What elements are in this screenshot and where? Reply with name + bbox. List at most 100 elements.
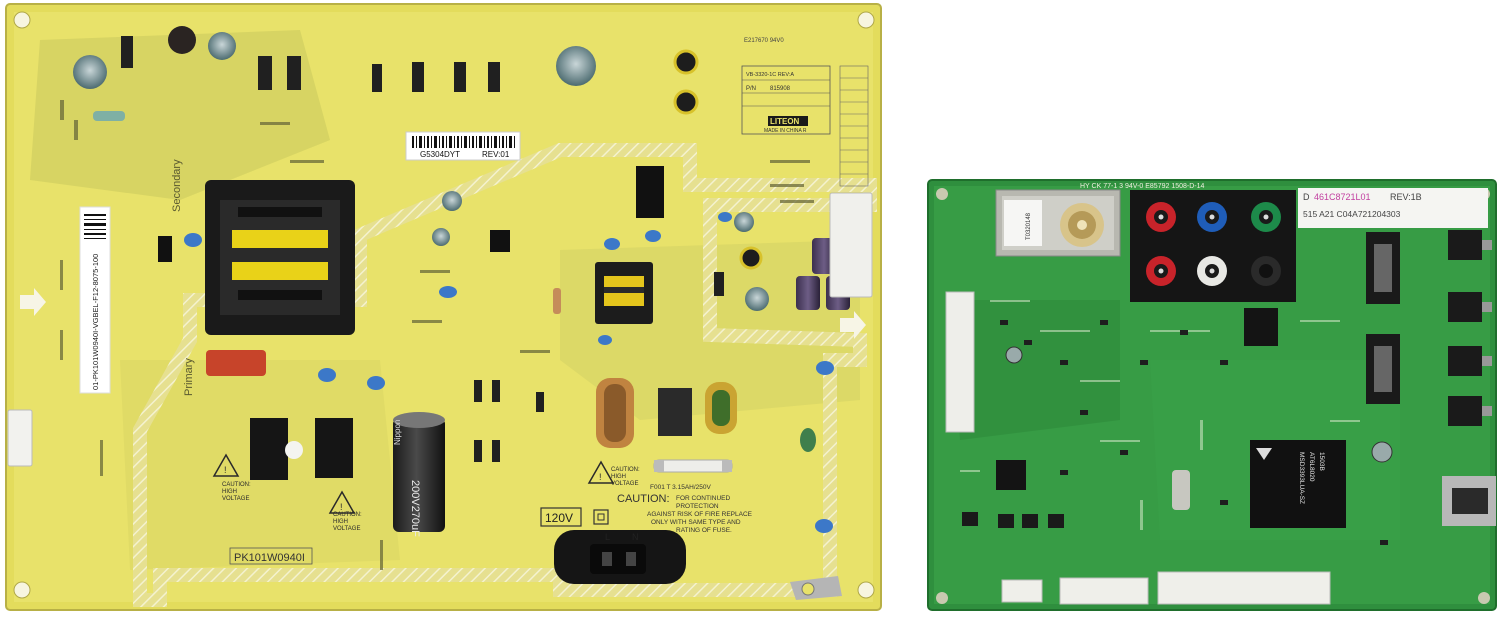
soc-label-1: MSD3393LUA-SZ <box>1298 452 1305 504</box>
transistors <box>962 512 1064 528</box>
caution-line-4: ONLY WITH SAME TYPE AND <box>651 519 741 526</box>
lvds-connector <box>945 291 975 433</box>
svg-text:!: ! <box>599 472 602 482</box>
soc-label-3: 1503B <box>1318 452 1325 471</box>
tuner-code: T0320148 <box>1026 212 1032 240</box>
hv-warning-1: ! CAUTION: HIGH VOLTAGE <box>212 453 251 502</box>
plug-label-l: L <box>605 532 610 542</box>
fuse-label: F001 T 3.15AH/250V <box>650 484 711 491</box>
part-code: 461C8721L01 <box>1314 192 1371 202</box>
transistor-q301 <box>315 418 353 478</box>
caution-title: CAUTION: <box>617 493 670 505</box>
secondary-label: Secondary <box>171 159 183 212</box>
barcode-sticker: G5304DYT REV:01 <box>405 131 521 161</box>
side-code-table <box>839 65 869 187</box>
soc-label-2: AT6L8020 <box>1308 452 1315 482</box>
sticker-code: G5304DYT <box>420 150 460 159</box>
av-jack-block <box>1130 190 1296 302</box>
power-board: 200V270uF Nippon <box>5 3 882 611</box>
svg-text:VOLTAGE: VOLTAGE <box>611 481 638 487</box>
ic-chip-3 <box>158 236 172 262</box>
voltage-label: 120V <box>545 511 573 525</box>
ic-chip-2 <box>490 230 510 252</box>
crystal <box>1172 470 1190 510</box>
hdmi-ports <box>1366 232 1400 404</box>
caution-line-2: PROTECTION <box>676 503 719 510</box>
ground-lug <box>790 576 842 600</box>
arrow-left-icon <box>20 288 46 316</box>
part-label: D 461C8721L01 REV:1B 515 A21 C04A7212043… <box>1298 188 1488 228</box>
connector-p803 <box>7 409 33 467</box>
panel-connector <box>1157 571 1331 605</box>
side-label: 01-PK101W0940I-VGBEL-F12-8075-100 <box>79 206 111 394</box>
hv-warning-3: ! CAUTION: HIGH VOLTAGE <box>587 460 640 487</box>
side-jacks <box>1448 230 1482 426</box>
cap-brand-text: Nippon <box>393 420 402 445</box>
svg-text:VOLTAGE: VOLTAGE <box>333 526 360 532</box>
board-top-strip: HY CK 77-1 3 94V-0 E85792 1508-D-14 <box>1080 183 1205 190</box>
brand-logo: LITEON <box>770 117 800 126</box>
y-capacitors <box>184 212 834 533</box>
diodes <box>121 36 724 462</box>
svg-text:HIGH: HIGH <box>222 489 237 495</box>
jack-tips <box>1482 240 1492 416</box>
ac-inlet <box>554 530 686 584</box>
audio-ic <box>996 460 1026 490</box>
varistor <box>800 428 816 452</box>
main-board-caps <box>1005 346 1393 463</box>
svg-text:HIGH: HIGH <box>611 474 626 480</box>
svg-text:!: ! <box>224 465 227 475</box>
ic-chip <box>636 166 664 218</box>
spec-table: VB-3320-1C REV:A P/N 815908 LITEON MADE … <box>741 65 831 135</box>
x-capacitor <box>206 350 266 376</box>
svg-text:VOLTAGE: VOLTAGE <box>222 496 249 502</box>
bulk-capacitor: 200V270uF Nippon <box>393 412 445 537</box>
pn-value: 815908 <box>770 86 791 92</box>
svg-text:CAUTION:: CAUTION: <box>611 467 640 473</box>
pn-label: P/N <box>746 86 756 92</box>
main-transformer <box>205 180 355 335</box>
main-soc: MSD3393LUA-SZ AT6L8020 1503B <box>1250 440 1346 528</box>
connector-p802 <box>829 192 873 298</box>
double-insulation-icon <box>593 509 609 525</box>
svg-text:CAUTION:: CAUTION: <box>333 512 362 518</box>
plug-label-n: N <box>632 532 639 542</box>
caution-line-3: AGAINST RISK OF FIRE REPLACE <box>647 511 753 518</box>
standby-transformer <box>595 262 653 324</box>
hv-warning-2: ! CAUTION: HIGH VOLTAGE <box>328 490 362 532</box>
resistor <box>93 111 125 121</box>
optical-port <box>1244 308 1278 346</box>
rf-tuner: T0320148 <box>995 189 1121 257</box>
transistor-q302 <box>250 418 288 480</box>
primary-label: Primary <box>183 358 195 396</box>
ir-connector <box>1001 579 1043 603</box>
keypad-connector <box>1059 577 1149 605</box>
part-rev: REV:1B <box>1390 192 1422 202</box>
model-line: VB-3320-1C REV:A <box>746 72 794 78</box>
arrow-right-icon <box>840 311 866 339</box>
made-in-text: MADE IN CHINA R <box>764 128 807 134</box>
side-label-text: 01-PK101W0940I-VGBEL-F12-8075-100 <box>91 254 100 390</box>
thermal-compound <box>285 441 303 459</box>
common-mode-chokes <box>596 378 737 448</box>
fuse <box>653 459 733 473</box>
svg-text:CAUTION:: CAUTION: <box>222 482 251 488</box>
part-code-line: 515 A21 C04A721204303 <box>1303 209 1401 219</box>
caution-line-5: RATING OF FUSE. <box>676 527 732 534</box>
voltage-box <box>540 507 582 527</box>
part-number-bottom: PK101W0940I <box>234 552 305 564</box>
ul-code: E217670 94V0 <box>744 38 784 44</box>
film-capacitor <box>658 388 692 436</box>
part-prefix: D <box>1303 192 1310 202</box>
main-board: T0320148 <box>927 179 1497 611</box>
caution-line-1: FOR CONTINUED <box>676 495 730 502</box>
part-number-box <box>229 547 313 565</box>
svg-text:HIGH: HIGH <box>333 519 348 525</box>
sticker-rev: REV:01 <box>482 150 510 159</box>
usb-port <box>1442 476 1496 526</box>
resistor-2 <box>553 288 561 314</box>
svg-text:!: ! <box>340 502 343 512</box>
cap-rating-text: 200V270uF <box>409 480 421 537</box>
